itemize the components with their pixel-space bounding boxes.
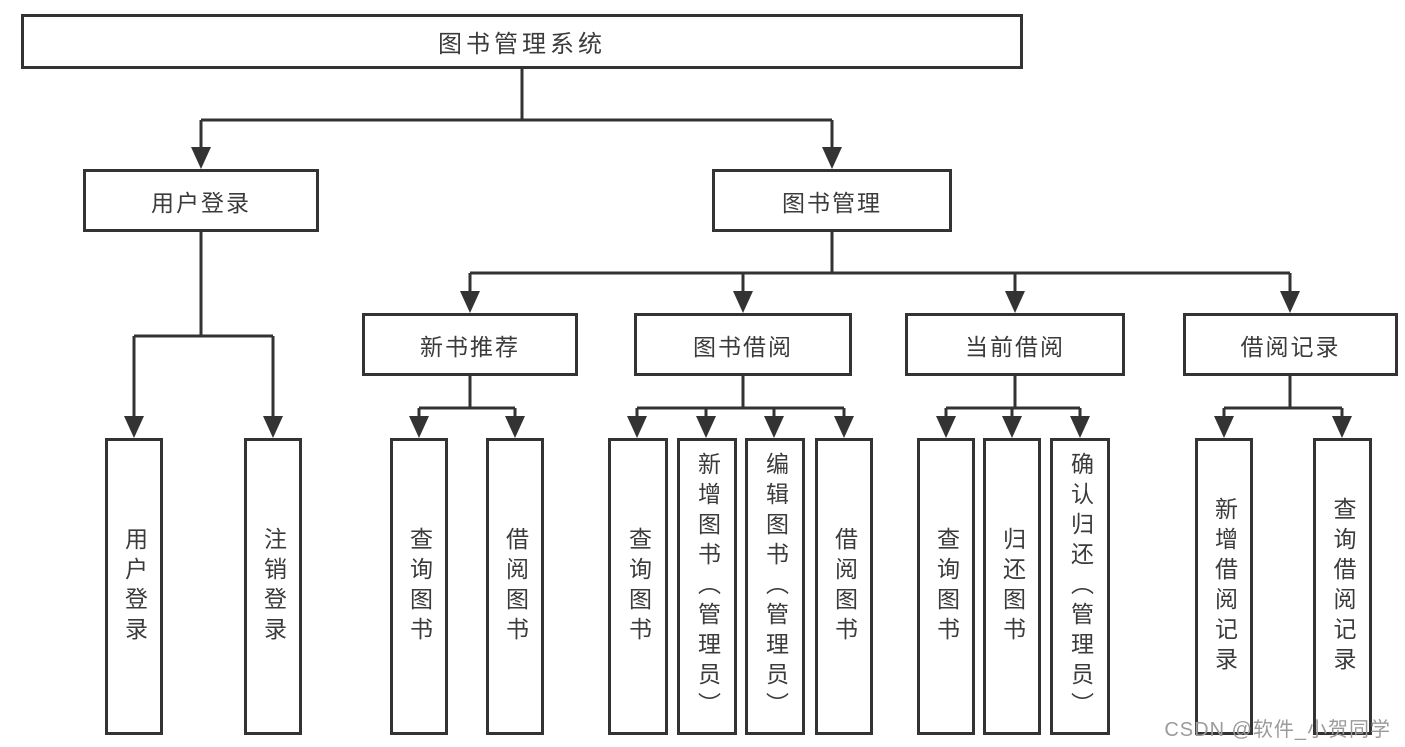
node-leaf-query-borrow-record: 查询借阅记录 [1313,438,1372,735]
node-leaf-add-books-admin: 新增图书（管理员） [677,438,737,735]
node-leaf-logout: 注销登录 [244,438,302,735]
node-label: 确认归还（管理员） [1067,451,1094,722]
node-current-borrowing: 当前借阅 [905,313,1125,376]
node-label: 新书推荐 [420,333,520,360]
node-label: 用户登录 [121,526,148,647]
node-book-management: 图书管理 [712,169,952,232]
node-leaf-query-books-1: 查询图书 [390,438,448,735]
node-label: 借阅图书 [831,526,858,647]
node-label: 新增借阅记录 [1211,496,1238,677]
node-library-management-system: 图书管理系统 [21,14,1023,69]
node-label: 注销登录 [260,526,287,647]
node-label: 图书管理系统 [438,31,606,58]
node-leaf-add-borrow-record: 新增借阅记录 [1195,438,1253,735]
node-label: 查询图书 [933,526,960,647]
node-leaf-user-login: 用户登录 [105,438,163,735]
node-leaf-borrow-books-1: 借阅图书 [486,438,544,735]
node-leaf-return-books: 归还图书 [983,438,1041,735]
node-new-book-recommend: 新书推荐 [362,313,578,376]
csdn-watermark: CSDN @软件_小贺同学 [1164,719,1391,741]
node-label: 图书借阅 [693,333,793,360]
node-label: 新增图书（管理员） [694,451,721,722]
node-leaf-query-books-3: 查询图书 [917,438,975,735]
node-leaf-query-books-2: 查询图书 [608,438,668,735]
node-leaf-edit-books-admin: 编辑图书（管理员） [745,438,805,735]
node-label: 借阅图书 [502,526,529,647]
node-borrowing-records: 借阅记录 [1183,313,1398,376]
node-label: 查询图书 [406,526,433,647]
node-label: 当前借阅 [965,333,1065,360]
node-label: 图书管理 [782,189,882,216]
node-book-borrowing: 图书借阅 [634,313,852,376]
node-label: 借阅记录 [1240,333,1341,360]
node-label: 归还图书 [999,526,1026,647]
node-label: 查询图书 [625,526,652,647]
node-leaf-confirm-return-admin: 确认归还（管理员） [1050,438,1110,735]
node-leaf-borrow-books-2: 借阅图书 [815,438,873,735]
node-label: 查询借阅记录 [1330,496,1356,677]
node-label: 编辑图书（管理员） [762,451,789,722]
node-user-login: 用户登录 [83,169,319,232]
node-label: 用户登录 [151,189,251,216]
